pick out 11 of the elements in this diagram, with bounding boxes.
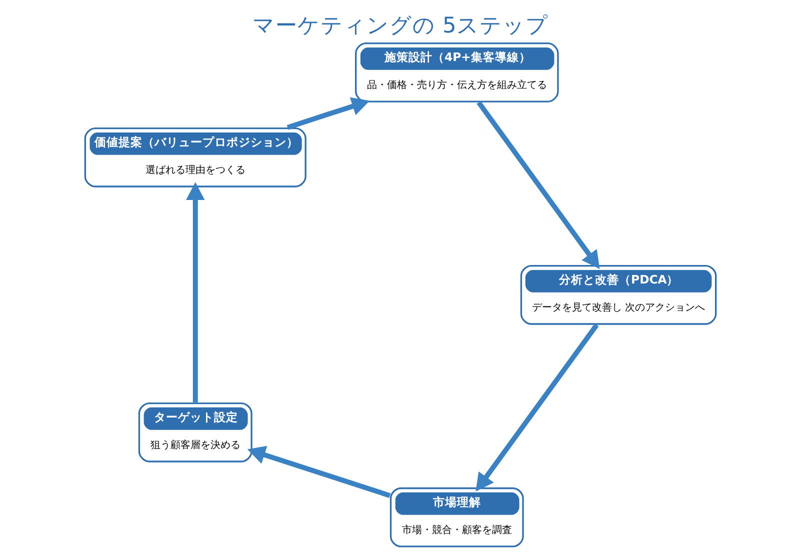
node-box: 分析と改善（PDCA） データを見て改善し 次のアクションへ bbox=[520, 264, 716, 325]
diagram-title: マーケティングの 5ステップ bbox=[252, 13, 548, 38]
arrow bbox=[286, 97, 370, 130]
arrow bbox=[186, 182, 204, 402]
node-box: 施策設計（4P+集客導線） 品・価格・売り方・伝え方を組み立てる bbox=[354, 42, 558, 102]
node-box: ターゲット設定 狙う顧客層を決める bbox=[138, 402, 252, 462]
node-box: 価値提案（バリュープロポジション） 選ばれる理由をつくる bbox=[84, 127, 306, 188]
node-box: 市場理解 市場・競合・顧客を調査 bbox=[389, 487, 524, 548]
arrow bbox=[476, 100, 600, 269]
arrow bbox=[246, 446, 390, 498]
arrow bbox=[475, 323, 598, 492]
